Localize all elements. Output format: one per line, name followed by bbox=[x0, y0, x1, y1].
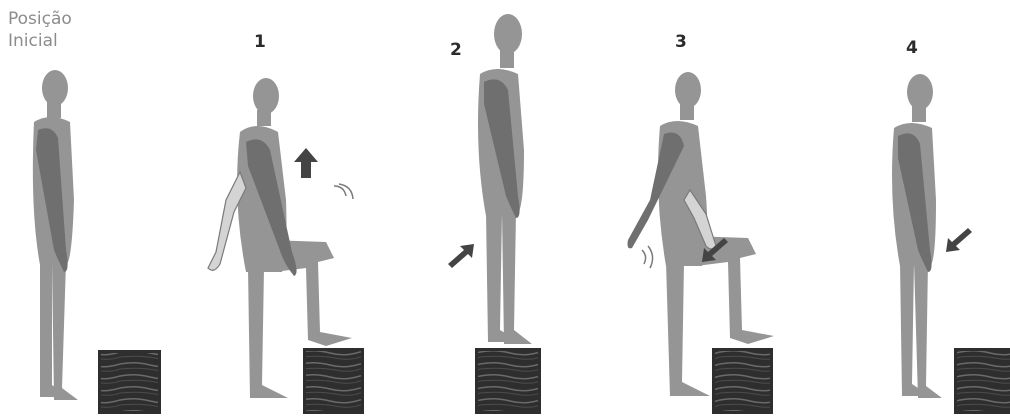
step-box-4 bbox=[954, 348, 1010, 414]
step-box-1 bbox=[303, 348, 364, 414]
figure-step-2 bbox=[448, 14, 532, 344]
arrow-diagonal-up-right-icon bbox=[448, 244, 474, 268]
motion-lines-icon bbox=[642, 246, 653, 268]
motion-lines-icon bbox=[334, 184, 353, 199]
figure-step-3 bbox=[628, 72, 775, 396]
figure-initial bbox=[33, 70, 78, 400]
arrow-diagonal-down-left-icon bbox=[946, 228, 972, 252]
step-box-initial bbox=[98, 350, 161, 414]
arrow-up-icon bbox=[294, 148, 318, 178]
figure-step-3-body bbox=[658, 72, 774, 396]
step-box-3 bbox=[712, 348, 773, 414]
step-box-2 bbox=[475, 348, 541, 414]
